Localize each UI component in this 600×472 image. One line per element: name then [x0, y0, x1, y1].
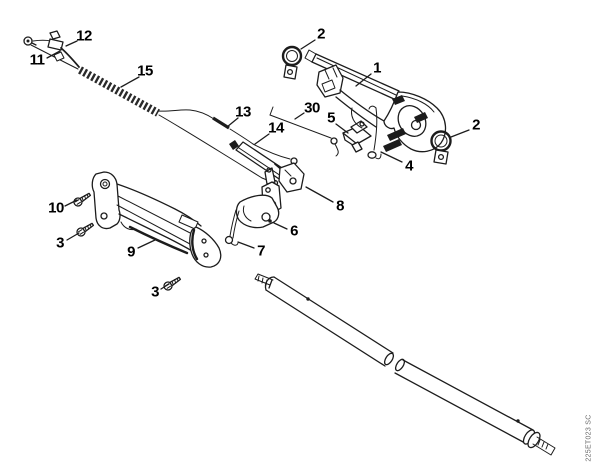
callout-c7: 7	[257, 242, 265, 260]
leader-line-c3-lower	[160, 283, 170, 290]
callout-c6: 6	[290, 222, 298, 240]
leader-line-c3-upper	[66, 232, 80, 241]
callout-c3-lower: 3	[151, 283, 159, 301]
callout-c30: 30	[304, 99, 320, 117]
part-clamp-left	[281, 45, 303, 80]
part-wire-harness	[23, 30, 80, 70]
part-cable-assembly	[269, 106, 339, 157]
leader-line-c8	[305, 186, 334, 203]
callout-c1: 1	[373, 59, 381, 77]
leader-line-c15	[120, 76, 140, 88]
leader-layer	[46, 39, 470, 290]
part-latch	[274, 162, 305, 193]
leader-line-c11	[46, 50, 61, 59]
callout-c14: 14	[268, 119, 284, 137]
callout-c11: 11	[29, 51, 45, 69]
part-inner-cable	[158, 114, 279, 187]
leader-line-c6	[273, 222, 288, 230]
leader-line-c30	[294, 112, 305, 120]
callout-c13: 13	[235, 103, 251, 121]
callout-c10: 10	[48, 199, 64, 217]
part-trigger-spring	[224, 209, 240, 246]
part-screw-3-upper	[76, 222, 95, 237]
leader-line-c2-left	[300, 39, 316, 50]
leader-line-c14	[254, 133, 270, 145]
part-clamp-right	[430, 130, 452, 165]
leader-line-c5	[335, 123, 349, 134]
callout-c3-upper: 3	[56, 234, 64, 252]
part-upper-housing	[304, 49, 447, 153]
leader-line-c7	[237, 241, 255, 249]
part-spring-wire	[367, 105, 382, 160]
part-coil-spring	[78, 66, 160, 117]
callout-c15: 15	[137, 62, 153, 80]
part-trigger	[235, 167, 282, 229]
leader-line-c4	[380, 151, 403, 163]
part-lower-housing	[91, 171, 222, 268]
leader-line-c2-right	[450, 129, 470, 138]
leader-line-c1	[355, 73, 372, 87]
callout-c2-left: 2	[317, 25, 325, 43]
callout-c9: 9	[127, 243, 135, 261]
leader-line-c10	[64, 199, 78, 207]
leader-line-c13	[226, 117, 239, 128]
callout-c8: 8	[336, 197, 344, 215]
part-switch-lever	[342, 120, 372, 153]
callout-c5: 5	[327, 109, 335, 127]
part-drive-tube	[254, 273, 556, 456]
leader-line-c12	[65, 40, 78, 47]
part-screw-10	[73, 192, 92, 207]
callout-c2-right: 2	[472, 116, 480, 134]
callout-c12: 12	[76, 27, 92, 45]
callout-c4: 4	[405, 157, 413, 175]
leader-line-c9	[137, 239, 156, 249]
part-screw-3-lower	[163, 276, 182, 291]
drawing-code: 225ET023 SC	[585, 414, 593, 462]
